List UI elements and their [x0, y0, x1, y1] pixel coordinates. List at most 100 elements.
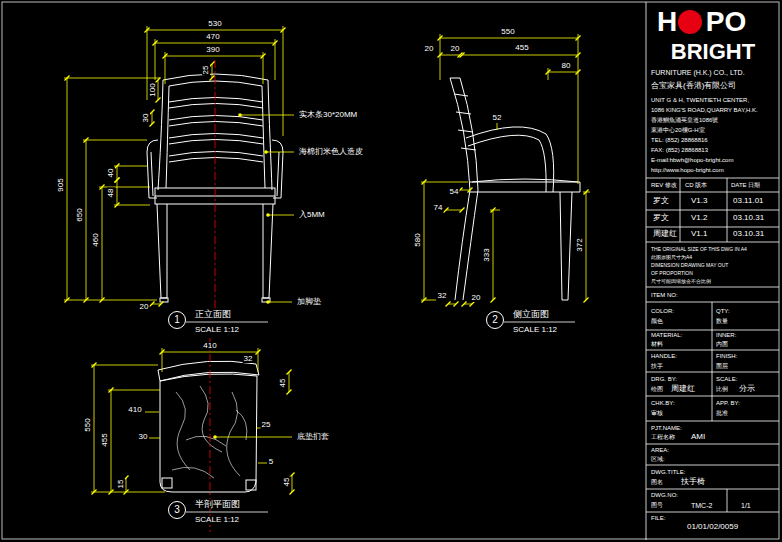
title-block-text: 罗文 [652, 197, 670, 205]
dimension-line [548, 68, 549, 80]
dimension-text: 550 [84, 417, 92, 432]
dimension-text: 45 [283, 477, 291, 488]
rule-line [646, 210, 779, 211]
title-block-text: 罗文 [652, 214, 670, 222]
title-block-text: 图名 [650, 479, 664, 485]
view-number: 3 [174, 505, 180, 515]
title-block-text: 周建红 [670, 385, 696, 393]
title-block-text: 审核 [650, 410, 664, 416]
title-block-lines [186, 2, 779, 540]
dimension-text: 25 [202, 65, 210, 76]
dimension-text: 25 [261, 421, 272, 429]
rule-line [646, 396, 779, 397]
title-block-text: 周建红 [652, 230, 678, 238]
title-block-text: 東港中心20樓G-H室 [650, 127, 706, 133]
dimension-tick [454, 302, 459, 307]
dimension-line [108, 390, 160, 391]
dimension-line [165, 56, 263, 57]
rule-line [727, 489, 728, 512]
dimension-line [421, 182, 468, 183]
leader-dot [266, 300, 270, 304]
dimension-line [268, 215, 294, 216]
dimension-text: 390 [205, 46, 220, 54]
dimension-text: 530 [207, 20, 222, 28]
dimension-tick [115, 203, 120, 208]
title-block-text: 工程名称 [650, 434, 676, 440]
title-block-text: SCALE: [715, 376, 738, 382]
dimension-line [147, 26, 148, 100]
dimension-tick [84, 138, 89, 143]
dimension-line [64, 78, 160, 79]
dimension-tick [115, 164, 120, 169]
dimension-tick [92, 363, 97, 368]
dimension-tick [150, 122, 155, 127]
rule-line [646, 227, 779, 228]
dimension-line [114, 205, 150, 206]
title-block-text: 03.10.31 [732, 214, 765, 222]
dimension-line [149, 438, 160, 439]
dimension-tick [444, 208, 449, 213]
rule-line [646, 489, 779, 490]
dimension-line [440, 34, 441, 80]
title-block-text: 图号 [650, 502, 664, 508]
dimension-tick [491, 208, 496, 213]
dimension-text: 550 [500, 28, 515, 36]
dimension-tick [438, 53, 443, 58]
title-block-text: DRG. BY: [650, 376, 678, 382]
rule-line [646, 302, 779, 303]
dimension-line [289, 372, 290, 392]
dimension-text: 455 [514, 44, 529, 52]
dimension-tick [65, 298, 70, 303]
dimension-text: 52 [492, 114, 503, 122]
dimension-line [102, 187, 103, 300]
title-block-text: V1.1 [690, 230, 708, 238]
title-block-text: FINISH: [715, 353, 738, 359]
view-title: SCALE 1:12 [194, 326, 240, 334]
dimension-tick [281, 28, 286, 33]
rule-line [646, 2, 647, 540]
title-block-text: 材料 [650, 341, 664, 347]
dimension-line [212, 64, 213, 78]
dimension-line [440, 55, 460, 56]
dimension-text: 30 [138, 433, 149, 441]
dimension-tick [100, 185, 105, 190]
title-block-text: 扶手 [650, 363, 664, 369]
title-block-text: 颜色 [650, 318, 664, 324]
dimension-tick [100, 298, 105, 303]
dimension-text: 455 [101, 432, 109, 447]
dimension-line [64, 300, 157, 301]
dimension-line [446, 210, 462, 211]
dimension-text: 580 [414, 232, 422, 247]
dimension-line [86, 140, 87, 300]
view-title: SCALE 1:12 [194, 516, 240, 524]
dimension-line [240, 115, 294, 116]
title-block-text: 批准 [715, 410, 729, 416]
rule-line [646, 512, 779, 513]
dimension-tick [576, 70, 581, 75]
dimension-line [283, 26, 284, 136]
title-block-text: QTY: [715, 308, 731, 314]
rule-line [646, 178, 779, 179]
dimension-tick [156, 98, 161, 103]
logo-text: H [656, 8, 678, 36]
dimension-text: 32 [437, 292, 448, 300]
dimension-line [497, 123, 498, 130]
dimension-line [155, 43, 275, 44]
title-block-text: DWG.NO: [650, 492, 679, 498]
dimension-text: 74 [433, 204, 444, 212]
dimension-tick [584, 298, 589, 303]
leader-dot [266, 213, 270, 217]
title-block-text: 01/01/02/0059 [686, 523, 739, 531]
dimension-line [578, 34, 579, 184]
logo-text: PO [705, 8, 747, 36]
dimension-tick [273, 41, 278, 46]
dimension-text: 30 [142, 113, 150, 124]
title-block-text: 03.11.01 [732, 197, 765, 205]
dimension-tick [287, 390, 292, 395]
title-block-text: CHK.BY: [650, 400, 676, 406]
dimension-line [94, 365, 95, 492]
leader-dot [264, 150, 268, 154]
dimension-tick [261, 54, 266, 59]
rule-line [646, 465, 779, 466]
dimension-text: 40 [107, 168, 115, 179]
